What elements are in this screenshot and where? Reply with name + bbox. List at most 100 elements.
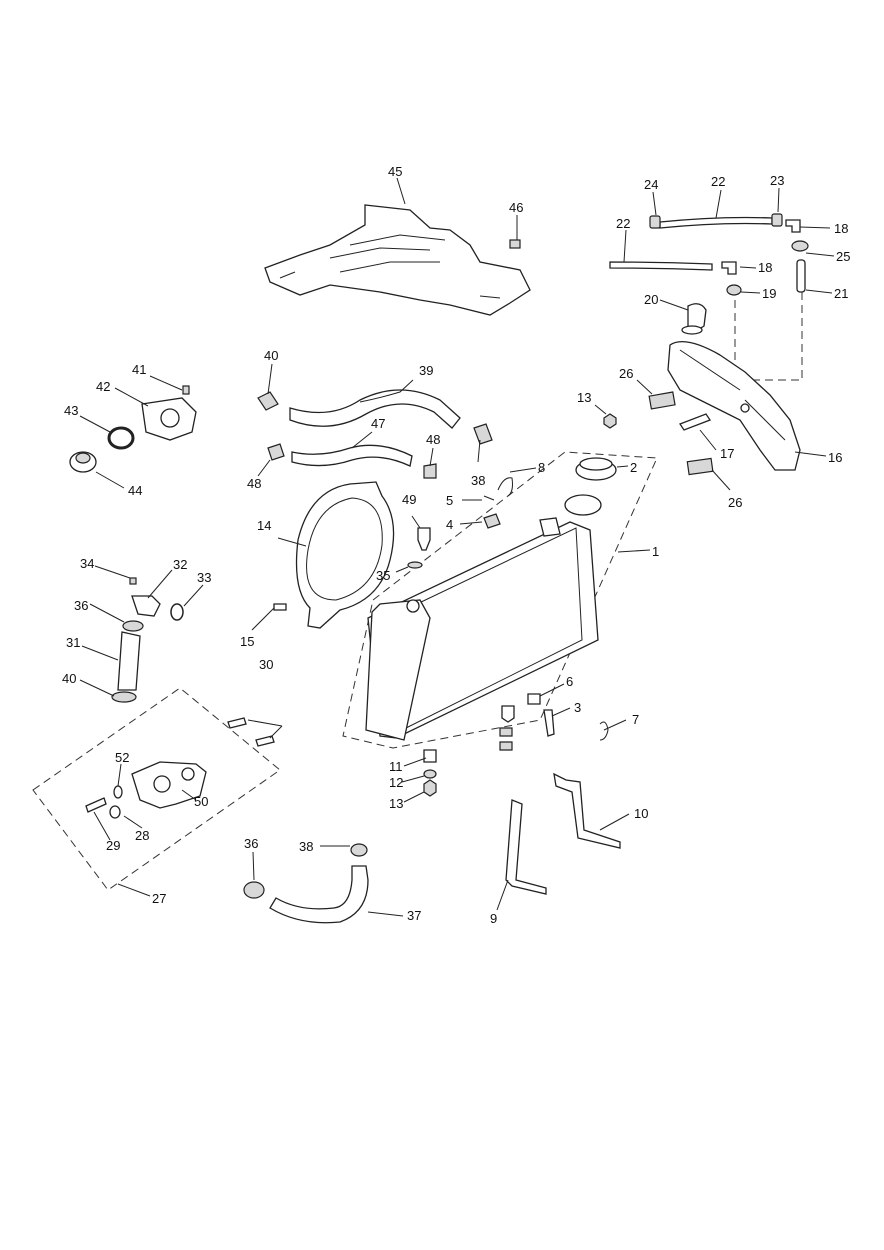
bolt-29	[85, 797, 107, 813]
label-3: 3	[574, 700, 581, 715]
hose-31	[117, 631, 141, 691]
expansion-hose-dash-2	[751, 292, 803, 395]
label-14: 14	[257, 518, 271, 533]
elbow-32	[131, 595, 161, 617]
label-22-lower: 22	[616, 216, 630, 231]
radiator-cap-2	[575, 457, 617, 481]
label-27: 27	[152, 891, 166, 906]
label-38-lower: 38	[299, 839, 313, 854]
filler-neck	[564, 494, 602, 516]
label-47: 47	[371, 416, 385, 431]
clamp-36-lower	[243, 881, 265, 899]
bolt-15	[273, 603, 287, 611]
bolt-34	[129, 577, 137, 585]
nut-13-top	[603, 413, 617, 429]
label-19: 19	[762, 286, 776, 301]
label-43: 43	[64, 403, 78, 418]
label-18-lower: 18	[758, 260, 772, 275]
label-2: 2	[630, 460, 637, 475]
bolt-3	[543, 709, 555, 737]
label-23: 23	[770, 173, 784, 188]
leader-lines	[79, 177, 835, 917]
bolt-41	[182, 385, 190, 395]
clip-23	[771, 213, 783, 227]
skid-plate	[264, 204, 531, 316]
hose-47	[291, 444, 413, 467]
oring-28	[109, 805, 121, 819]
label-9: 9	[490, 911, 497, 926]
label-15: 15	[240, 634, 254, 649]
grommet-19	[726, 284, 742, 296]
radiator-1	[365, 517, 599, 741]
radiator-group-outline	[342, 451, 658, 749]
label-46: 46	[509, 200, 523, 215]
label-4: 4	[446, 517, 453, 532]
fan-shroud-14	[295, 481, 395, 629]
oring-33	[170, 603, 184, 621]
bracket-10	[553, 772, 621, 849]
label-25: 25	[836, 249, 850, 264]
label-41: 41	[132, 362, 146, 377]
oring-52	[113, 785, 123, 799]
label-26-upper: 26	[619, 366, 633, 381]
thermostat-group-outline	[32, 687, 281, 891]
label-8: 8	[538, 460, 545, 475]
label-11: 11	[389, 759, 403, 774]
label-29: 29	[106, 838, 120, 853]
label-28: 28	[135, 828, 149, 843]
clamp-36-left	[122, 620, 144, 632]
label-26-lower: 26	[728, 495, 742, 510]
label-35: 35	[376, 568, 390, 583]
label-6: 6	[566, 674, 573, 689]
bolt-6	[527, 693, 541, 705]
label-1: 1	[652, 544, 659, 559]
label-52: 52	[115, 750, 129, 765]
label-48-right: 48	[426, 432, 440, 447]
clip-24	[649, 215, 661, 229]
label-13-bottom: 13	[389, 796, 403, 811]
elbow-18-upper	[785, 219, 801, 233]
oring-43	[107, 426, 135, 450]
label-13-extra: 13	[389, 796, 403, 811]
grommet-4	[483, 513, 501, 529]
clamp-40-upper	[257, 391, 279, 411]
cap-20	[681, 303, 707, 335]
label-7: 7	[632, 712, 639, 727]
clamp-38-lower	[350, 843, 368, 857]
nut-b	[499, 741, 513, 751]
label-36-left: 36	[74, 598, 88, 613]
expansion-tank-16	[667, 341, 801, 471]
clip-8	[497, 477, 513, 497]
clamp-38-upper	[473, 423, 493, 445]
spring-5	[483, 495, 495, 501]
pipe-21	[796, 259, 806, 293]
label-49: 49	[402, 492, 416, 507]
label-48-left: 48	[247, 476, 261, 491]
label-30: 30	[259, 657, 273, 672]
label-38-upper: 38	[471, 473, 485, 488]
label-24: 24	[644, 177, 658, 192]
hose-22-upper	[659, 216, 773, 229]
nut-46	[509, 239, 521, 249]
nut-a	[499, 727, 513, 737]
label-10: 10	[634, 806, 648, 821]
bolt-49	[417, 527, 431, 551]
label-44: 44	[128, 483, 142, 498]
label-36-lower: 36	[244, 836, 258, 851]
label-16: 16	[828, 450, 842, 465]
label-32: 32	[173, 557, 187, 572]
thermostat-44	[69, 451, 97, 473]
hose-37	[269, 865, 369, 924]
label-34: 34	[80, 556, 94, 571]
label-13-top: 13	[577, 390, 591, 405]
label-40-upper: 40	[264, 348, 278, 363]
bracket-9	[505, 799, 547, 895]
bolt-6-a	[501, 705, 515, 723]
label-39: 39	[419, 363, 433, 378]
pad-26-upper	[648, 391, 676, 410]
label-17: 17	[720, 446, 734, 461]
housing-42	[141, 397, 197, 441]
hose-22-lower	[609, 261, 713, 271]
